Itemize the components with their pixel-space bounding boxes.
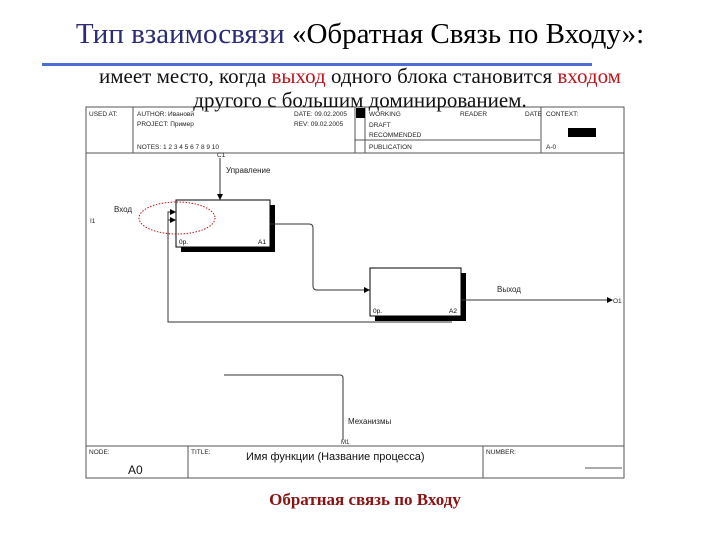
node-value: A0 [128,463,143,477]
input-code: I1 [90,218,96,225]
working-label: WORKING [369,111,401,118]
mechanism-code: M1 [341,440,350,446]
context-marker [568,128,596,137]
title-label: TITLE: [191,449,211,456]
highlight-input: входом [557,64,621,88]
rev-label: REV: 09.02.2005 [294,121,344,128]
function-box-a1[interactable]: 0p. A1 [175,199,275,252]
mechanism-arrow [224,374,344,440]
highlight-ellipse [138,201,216,235]
box-a1-label: 0p. [179,239,188,246]
slide-caption: Обратная связь по Входу [269,490,461,509]
context-label: CONTEXT: [546,111,578,118]
date2-label: DATE [525,111,543,118]
reader-label: READER [460,111,487,118]
project-label: PROJECT: Пример [137,121,194,128]
output-code: O1 [613,298,622,305]
node-label: NODE: [89,449,110,456]
author-label: AUTHOR: Ивановй [137,110,194,118]
subtitle-line-1: имеет место, когда выход одного блока ст… [0,64,720,89]
a1-to-a2-arrow [270,223,370,293]
box-a2-label: 0p. [373,308,382,315]
publication-label: PUBLICATION [369,144,412,151]
output-label: Выход [497,285,521,294]
title-underline [42,63,592,66]
feedback-arrow [167,209,452,323]
used-at-label: USED AT: [89,111,118,118]
subtitle-text: имеет место, когда [99,64,272,88]
date-label: DATE: 09.02.2005 [294,111,347,118]
context-node: A-0 [546,144,557,151]
control-code: C1 [217,152,226,159]
notes-label: NOTES: 1 2 3 4 5 6 7 8 9 10 [137,144,219,151]
slide-title: Тип взаимосвязи «Обратная Связь по Входу… [0,18,720,51]
highlight-output: выход [271,64,326,88]
working-marker [356,108,365,118]
subtitle-line-2: другого с большим доминированием. [193,88,527,112]
draft-label: DRAFT [369,122,391,129]
number-label: NUMBER: [486,449,516,456]
control-label: Управление [226,166,271,175]
subtitle-text: одного блока становится [325,64,558,88]
diagram-title-value: Имя функции (Название процесса) [246,451,425,463]
box-a2-id: A2 [449,308,457,315]
box-a1-id: A1 [258,239,266,246]
input-label: Вход [114,205,132,214]
recommended-label: RECOMMENDED [369,132,422,139]
function-box-a2[interactable]: 0p. A2 [369,267,466,321]
title-accent: Тип взаимосвязи [75,18,285,50]
title-rest: «Обратная Связь по Входу»: [284,18,645,50]
mechanism-label: Механизмы [348,417,391,426]
